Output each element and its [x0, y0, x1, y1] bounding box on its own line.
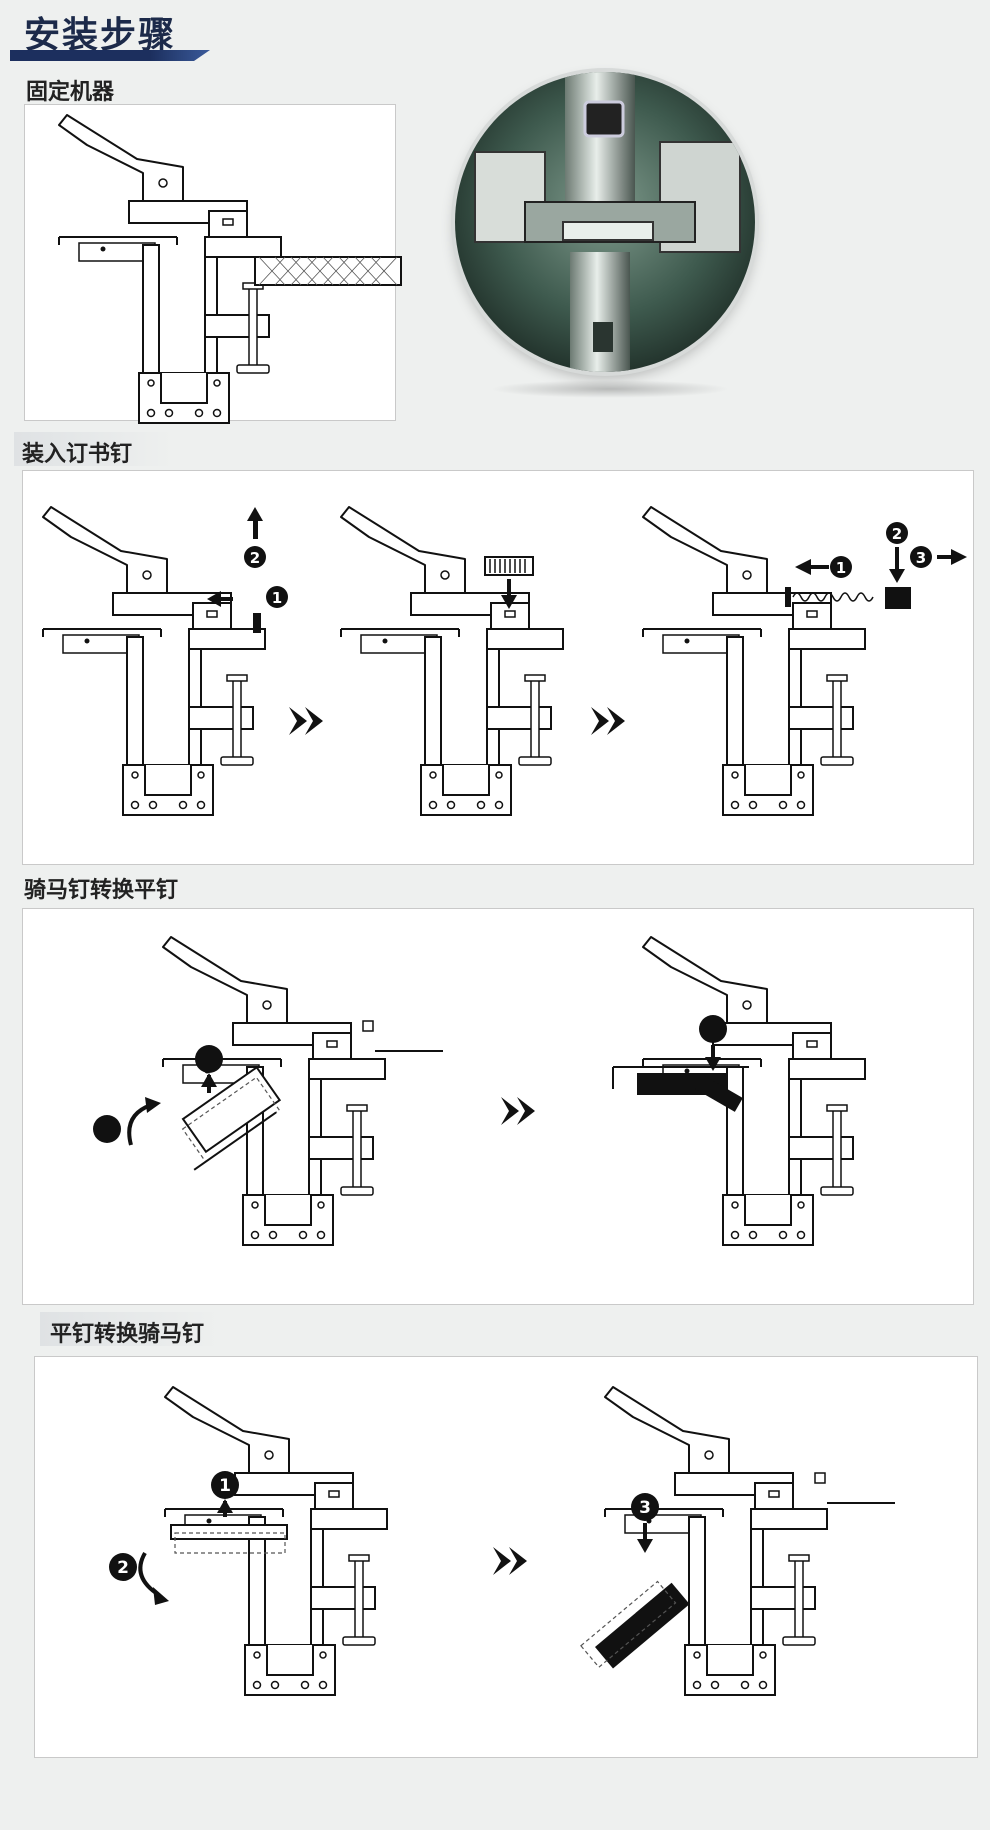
- section-title-flat-to-saddle: 平钉转换骑马钉: [50, 1322, 205, 1347]
- section-title-saddle-to-flat: 骑马钉转换平钉: [24, 878, 179, 903]
- section-title-fix-machine: 固定机器: [26, 80, 115, 105]
- next-arrow-3: [501, 1097, 535, 1125]
- title-underline-bar: [10, 50, 210, 61]
- flat-to-saddle-diagram: 1 2 3: [109, 1386, 895, 1696]
- section-title-load-staples: 装入订书钉: [22, 442, 133, 467]
- panel-fix-machine: [24, 104, 402, 424]
- marker-1-fig3: 1: [836, 559, 846, 577]
- section-bg-load-staples: [14, 432, 174, 466]
- saddle-to-flat-diagram: [93, 936, 866, 1246]
- page-title: 安装步骤: [24, 15, 177, 56]
- panel-flat-to-saddle: 1 2 3: [34, 1356, 978, 1758]
- product-closeup-photo: [455, 72, 755, 372]
- photo-shadow: [490, 380, 730, 398]
- marker-3-fig-d: 3: [639, 1498, 651, 1518]
- section-bg-flat-to-saddle: [40, 1312, 220, 1346]
- next-arrow-4: [493, 1547, 527, 1575]
- marker-2-fig-c: 2: [117, 1558, 129, 1578]
- marker-2-fig3: 2: [892, 525, 902, 543]
- marker-1-fig-c: 1: [219, 1476, 231, 1496]
- marker-3-fig3: 3: [916, 549, 926, 567]
- next-arrow-1: [289, 707, 323, 735]
- panel-saddle-to-flat: [22, 908, 974, 1305]
- stapler-clamped-diagram: [58, 114, 402, 424]
- panel-load-staples: 1 2 1 2 3: [22, 470, 974, 865]
- marker-2-fig1: 2: [250, 549, 260, 567]
- next-arrow-2: [591, 707, 625, 735]
- load-staples-diagram: 1 2 1 2 3: [42, 506, 967, 816]
- marker-1-fig1: 1: [272, 589, 282, 607]
